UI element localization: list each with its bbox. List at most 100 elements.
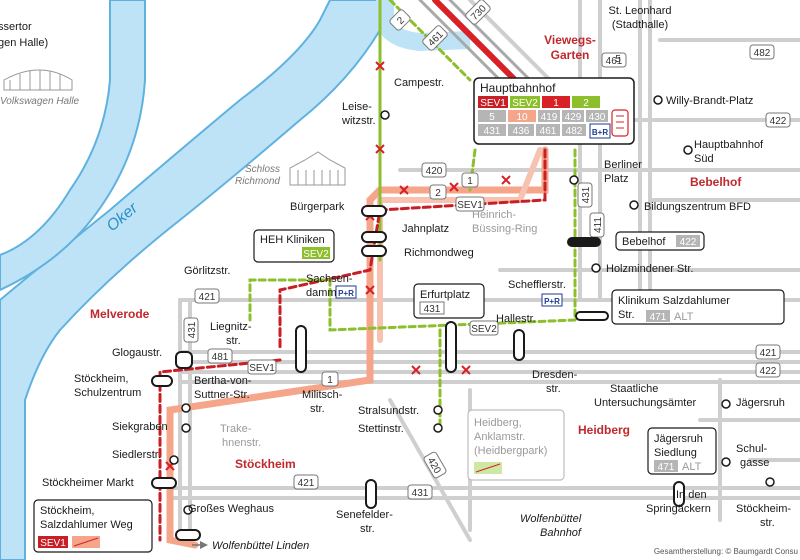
- hbf-436: 436: [513, 126, 530, 137]
- route-2-label-mid: 2: [435, 188, 441, 199]
- stop-militschstr[interactable]: Militsch-str.: [302, 389, 343, 415]
- stop-grosses-weghaus[interactable]: Großes Weghaus: [188, 503, 275, 515]
- stop-labels: St. Leonhard(Stadthalle) Campestr. Willy…: [42, 5, 791, 535]
- stop-holzmindener[interactable]: Holzmindener Str.: [606, 263, 693, 275]
- strikethrough-icon: [73, 537, 99, 547]
- stop-st-leonhard[interactable]: St. Leonhard(Stadthalle): [609, 5, 672, 31]
- sev2-route-label: SEV2: [471, 324, 497, 335]
- heidberg-anklam-box[interactable]: Heidberg,Anklamstr.(Heidbergpark): [467, 409, 565, 481]
- stop-glogaustr[interactable]: Glogaustr.: [112, 347, 162, 359]
- stop-bar-stoeckheimer-markt[interactable]: [151, 477, 177, 489]
- stop-stoeckheim-sz[interactable]: Stöckheim,Schulzentrum: [74, 373, 141, 399]
- hbf-419: 419: [541, 112, 558, 123]
- jaegersruh-471-badge: 471: [658, 462, 675, 473]
- heh-kliniken-box[interactable]: HEH Kliniken SEV2: [253, 229, 335, 263]
- vw-halle-line1: ssertor: [0, 21, 32, 33]
- stop-stoeckheim-str[interactable]: Stöckheim-str.: [736, 503, 791, 529]
- heh-kliniken-label: HEH Kliniken: [260, 234, 325, 246]
- stop-willy-brandt[interactable]: Willy-Brandt-Platz: [666, 95, 753, 107]
- stop-campestr[interactable]: Campestr.: [394, 77, 444, 89]
- schloss-icon: [289, 151, 346, 186]
- stop-bar-bertha[interactable]: [151, 375, 173, 387]
- erfurtplatz-431-badge: 431: [424, 304, 441, 315]
- district-heidberg: Heidberg: [578, 423, 630, 437]
- stop-bar-glogaustr[interactable]: [175, 351, 193, 369]
- stop-jahnplatz[interactable]: Jahnplatz: [402, 223, 449, 235]
- stop-bar-klinikum[interactable]: [575, 311, 609, 321]
- stop-heinrich-buessing[interactable]: Heinrich-Büssing-Ring: [472, 209, 537, 235]
- route-431-label-s: 431: [412, 488, 429, 499]
- stop-hallestr[interactable]: Hallestr.: [496, 313, 536, 325]
- hbf-line1: 1: [553, 98, 559, 109]
- route-labels: 2 461 730 461 5 482 422 420 1 2 SEV1 431…: [183, 0, 791, 500]
- hauptbahnhof-title: Hauptbahnhof: [480, 81, 556, 95]
- stop-bar-erfurtplatz[interactable]: [445, 321, 457, 373]
- stop-dresdenstr[interactable]: Dresden-str.: [532, 369, 578, 395]
- hbf-482: 482: [566, 126, 583, 137]
- stop-stettin[interactable]: Stettinstr.: [358, 423, 404, 435]
- stop-liegnitzstr[interactable]: Liegnitz-str.: [210, 321, 252, 347]
- stop-jaegersruh[interactable]: Jägersruh: [736, 397, 785, 409]
- stop-stralsund[interactable]: Stralsundstr.: [358, 405, 419, 417]
- district-labels: Viewegs-Garten Bebelhof Melverode Stöckh…: [90, 33, 742, 471]
- district-bebelhof: Bebelhof: [690, 175, 742, 189]
- stop-bar-senefelder[interactable]: [365, 479, 377, 509]
- stop-bertha[interactable]: Bertha-von-Suttner-Str.: [194, 375, 252, 401]
- district-viewegs: Viewegs-Garten: [544, 33, 596, 62]
- stop-siedlerstr[interactable]: Siedlerstr.: [112, 449, 161, 461]
- salzdahlumer-box[interactable]: Stöckheim,Salzdahlumer Weg SEV1: [33, 499, 153, 553]
- bus-network: [168, 0, 800, 542]
- stop-bar-jahnplatz[interactable]: [361, 231, 387, 243]
- stop-bar-bebelhof[interactable]: [567, 237, 601, 247]
- tram-line-2: [377, 147, 543, 343]
- hauptbahnhof-box[interactable]: Hauptbahnhof SEV1 SEV2 1 2 5 10 419 429 …: [473, 77, 635, 145]
- pr-badge-2: P+R: [541, 293, 563, 307]
- stop-bildungszentrum[interactable]: Bildungszentrum BFD: [644, 201, 751, 213]
- route-5-label: 5: [615, 54, 621, 65]
- stop-stoeckheimer-markt[interactable]: Stöckheimer Markt: [42, 477, 134, 489]
- erfurtplatz-label: Erfurtplatz: [420, 289, 470, 301]
- strikethrough-icon-2: [475, 463, 501, 473]
- bebelhof-box[interactable]: Bebelhof 422: [615, 231, 705, 251]
- stop-goerlitzstr[interactable]: Görlitzstr.: [184, 265, 230, 277]
- hbf-sev1: SEV1: [480, 98, 506, 109]
- bike-ride-icon: B+R: [592, 128, 608, 137]
- arrow-right-icon: [200, 541, 208, 549]
- stop-bar-buergerpark[interactable]: [361, 205, 387, 217]
- stop-bar-salzdahlumer[interactable]: [175, 529, 201, 541]
- route-411-label: 411: [593, 217, 604, 233]
- stop-schefflerstr[interactable]: Schefflerstr.: [508, 279, 566, 291]
- route-481-label: 481: [212, 352, 229, 363]
- salzdahlumer-label: Stöckheim,Salzdahlumer Weg: [40, 505, 133, 531]
- erfurtplatz-box[interactable]: Erfurtplatz 431: [413, 283, 485, 319]
- district-melverode: Melverode: [90, 307, 150, 321]
- stop-senefelder[interactable]: Senefelder-str.: [336, 509, 393, 535]
- stop-buergerpark[interactable]: Bürgerpark: [290, 201, 345, 213]
- stop-schulgasse[interactable]: Schul-gasse: [736, 443, 769, 469]
- stop-bar-richmondweg[interactable]: [361, 245, 387, 257]
- stop-bar-hallestr[interactable]: [513, 329, 525, 361]
- stop-leisewitz[interactable]: Leise-witzstr.: [341, 101, 376, 127]
- credit-label: Gesamtherstellung: © Baumgardt Consu: [654, 547, 798, 556]
- stop-bar-militsch[interactable]: [295, 325, 307, 373]
- stop-sachsendamm[interactable]: Sachsen-damm: [306, 273, 353, 299]
- stop-bar-springaecker[interactable]: [673, 481, 685, 507]
- route-422-label-e: 422: [760, 366, 777, 377]
- dest-wf-linden: Wolfenbüttel Linden: [212, 540, 309, 552]
- sev1-route-label: SEV1: [457, 200, 483, 211]
- stop-trakehnenstr[interactable]: Trake-hnenstr.: [220, 423, 261, 449]
- stop-richmondweg[interactable]: Richmondweg: [404, 247, 474, 259]
- station-boxes: HEH Kliniken SEV2 Bebelhof 422 Erfurtpla…: [33, 229, 785, 553]
- stop-siekgraben[interactable]: Siekgraben: [112, 421, 168, 433]
- route-421-label-e: 421: [760, 348, 777, 359]
- hbf-line10: 10: [516, 112, 528, 123]
- bebelhof-stop-label: Bebelhof: [622, 236, 666, 248]
- vw-halle-label: Volkswagen Halle: [0, 96, 80, 107]
